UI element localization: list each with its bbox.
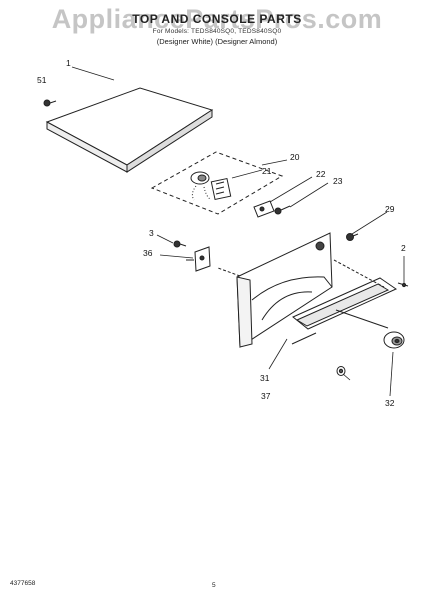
switch-assembly-outline — [150, 151, 284, 215]
control-panel-31-part — [291, 259, 398, 345]
color-variants: (Designer White) (Designer Almond) — [156, 37, 278, 46]
callout-23: 23 — [333, 176, 343, 186]
screw-3-part — [173, 240, 187, 248]
callout-2: 2 — [401, 243, 406, 253]
callout-20: 20 — [290, 152, 300, 162]
callout-51: 51 — [37, 75, 47, 85]
callout-36: 36 — [143, 248, 153, 258]
callout-31: 31 — [260, 373, 270, 383]
screw-29-part — [346, 233, 359, 241]
callout-1: 1 — [66, 58, 71, 68]
callout-32: 32 — [385, 398, 395, 408]
screw-23-part — [274, 205, 291, 215]
bracket-22-part — [253, 200, 275, 218]
screw-51-part — [43, 99, 57, 107]
top-panel-part — [45, 87, 214, 173]
bracket-36-part — [186, 246, 211, 272]
console-panel-part — [217, 232, 333, 348]
leader-lines — [71, 66, 405, 397]
callout-labels: 1 51 20 21 22 23 29 2 3 36 31 37 32 — [37, 58, 406, 408]
knob-32-part — [383, 331, 405, 349]
button-37-part — [336, 366, 346, 376]
callout-29: 29 — [385, 204, 395, 214]
callout-37: 37 — [261, 391, 271, 401]
callout-22: 22 — [316, 169, 326, 179]
callout-21: 21 — [262, 166, 272, 176]
page-title: TOP AND CONSOLE PARTS — [132, 12, 302, 26]
model-numbers: For Models: TEDS840SQ0, TEDS840SQ0 — [152, 28, 282, 35]
timer-switch-21-part — [190, 171, 232, 201]
callout-3: 3 — [149, 228, 154, 238]
page-number: 5 — [212, 582, 216, 589]
document-number: 4377658 — [10, 580, 36, 587]
clip-2-part — [397, 282, 409, 288]
